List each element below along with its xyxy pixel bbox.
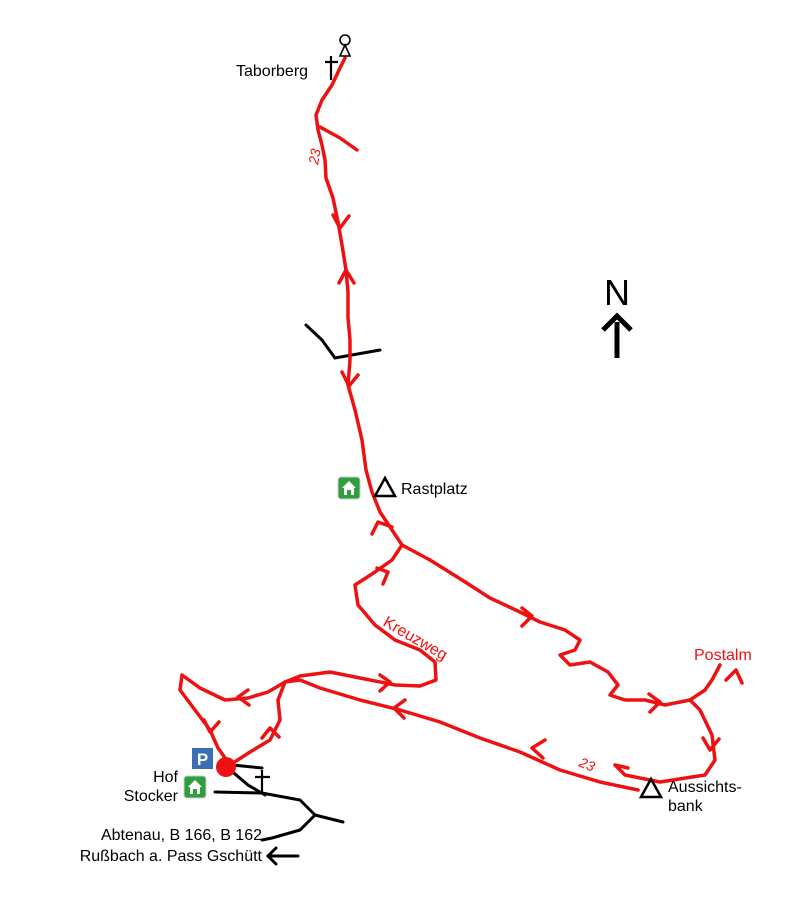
summit-cross-icon — [325, 34, 352, 80]
road-direction-arrow-icon — [265, 846, 300, 866]
direction-arrow — [260, 726, 281, 740]
direction-arrow — [236, 688, 251, 707]
route-side-spur — [318, 125, 359, 152]
direction-arrow — [530, 738, 547, 760]
route-return-leg — [283, 678, 640, 792]
road-from-start — [226, 766, 267, 797]
route-number-south: 23 — [576, 754, 598, 775]
hut-icon — [183, 775, 207, 799]
rastplatz-label: Rastplatz — [401, 481, 468, 498]
kreuzweg-label: Kreuzweg — [380, 614, 450, 664]
route-number-north: 23 — [305, 147, 324, 166]
direction-arrow — [701, 736, 721, 752]
postalm-label: Postalm — [694, 647, 752, 664]
road-junction-north — [304, 323, 382, 360]
road-main — [213, 790, 317, 817]
road-south-branch — [260, 813, 317, 842]
direction-arrow — [202, 718, 221, 734]
direction-arrow — [724, 668, 744, 685]
hof-label-line1: Hof — [153, 769, 178, 786]
route-direction-arrows — [202, 213, 744, 760]
aussichtsbank-label-line2: bank — [668, 798, 704, 815]
direction-arrow — [378, 673, 392, 693]
roads — [213, 323, 382, 842]
north-arrow-icon: N — [601, 272, 633, 358]
hof-label-line2: Stocker — [124, 788, 179, 805]
abtenau-label: Abtenau, B 166, B 162 — [101, 827, 262, 844]
hiking-route — [178, 56, 722, 792]
road-east-branch — [313, 813, 345, 824]
direction-arrow — [331, 213, 351, 230]
summit-label: Taborberg — [236, 63, 308, 80]
route-postalm-branch — [688, 663, 722, 702]
direction-arrow — [392, 698, 407, 720]
aussichtsbank-label-line1: Aussichts- — [668, 779, 742, 796]
parking-label: P — [197, 750, 208, 769]
direction-arrow — [340, 370, 360, 388]
direction-arrow — [520, 606, 534, 628]
parking-icon: P — [192, 748, 213, 769]
road-stub — [230, 763, 264, 770]
direction-arrow — [375, 566, 390, 586]
start-point-icon — [216, 757, 236, 777]
russbach-label: Rußbach a. Pass Gschütt — [80, 848, 263, 865]
route-east-leg — [400, 543, 717, 784]
triangle-icon — [638, 776, 664, 799]
direction-arrow — [337, 268, 356, 285]
route-kreuzweg — [283, 543, 438, 688]
direction-arrow — [647, 692, 662, 714]
triangle-icon — [372, 475, 398, 498]
hut-icon — [337, 476, 361, 500]
wayside-cross-icon — [255, 770, 270, 792]
direction-arrow — [370, 520, 394, 536]
north-label: N — [604, 272, 630, 313]
